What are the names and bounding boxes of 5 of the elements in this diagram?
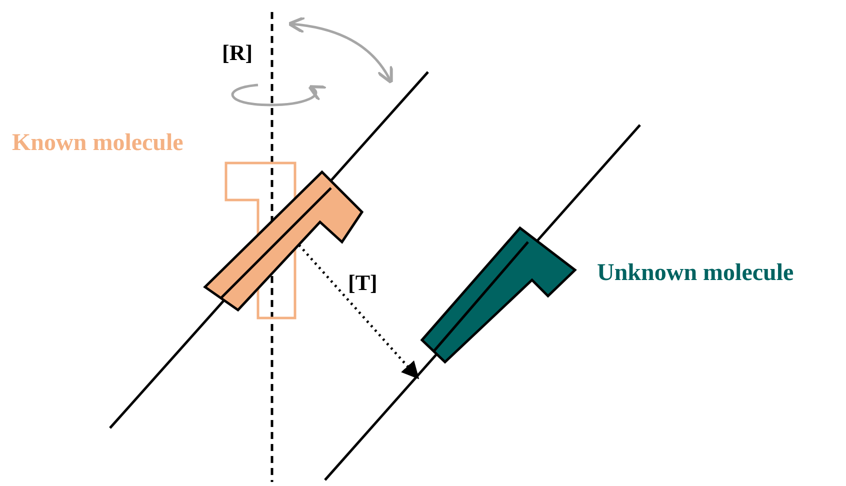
molecule-label: Unknown molecule	[597, 260, 794, 287]
molecule-label: Known molecule	[12, 130, 184, 157]
molecule-shape	[420, 226, 577, 364]
rotation-label: [R]	[222, 40, 253, 66]
dotted-arrow	[298, 244, 420, 380]
